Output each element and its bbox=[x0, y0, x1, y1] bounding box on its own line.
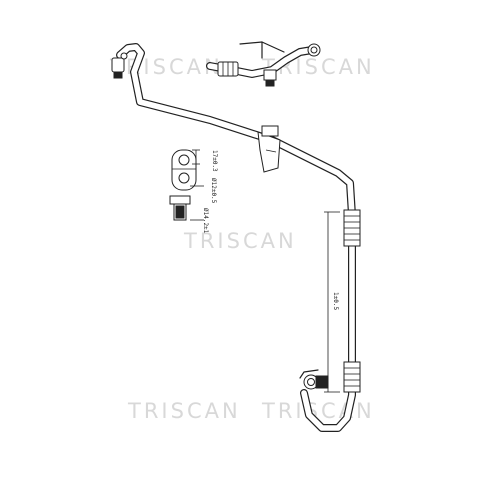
top-right-fittings bbox=[217, 43, 321, 87]
watermark-bottom-1: TRISCAN bbox=[127, 399, 241, 423]
pipe-clamp bbox=[257, 125, 281, 173]
dimension-label-vertical: 1±0.5 bbox=[332, 292, 339, 310]
vertical-dimension bbox=[324, 211, 340, 393]
top-left-fitting bbox=[111, 52, 128, 79]
dimension-label-17: 17±0.3 bbox=[211, 150, 218, 172]
main-pipe bbox=[116, 43, 356, 432]
ribbed-section-lower bbox=[343, 361, 361, 393]
ribbed-section-upper bbox=[343, 209, 361, 247]
watermark-middle: TRISCAN bbox=[183, 229, 297, 253]
detail-view bbox=[169, 149, 204, 221]
watermark-top-1: TRISCAN bbox=[109, 55, 223, 79]
dimension-label-12: Ø12±0.5 bbox=[210, 178, 217, 204]
dimension-label-14: Ø14.2±1 bbox=[202, 208, 209, 234]
bottom-fitting bbox=[299, 369, 329, 390]
